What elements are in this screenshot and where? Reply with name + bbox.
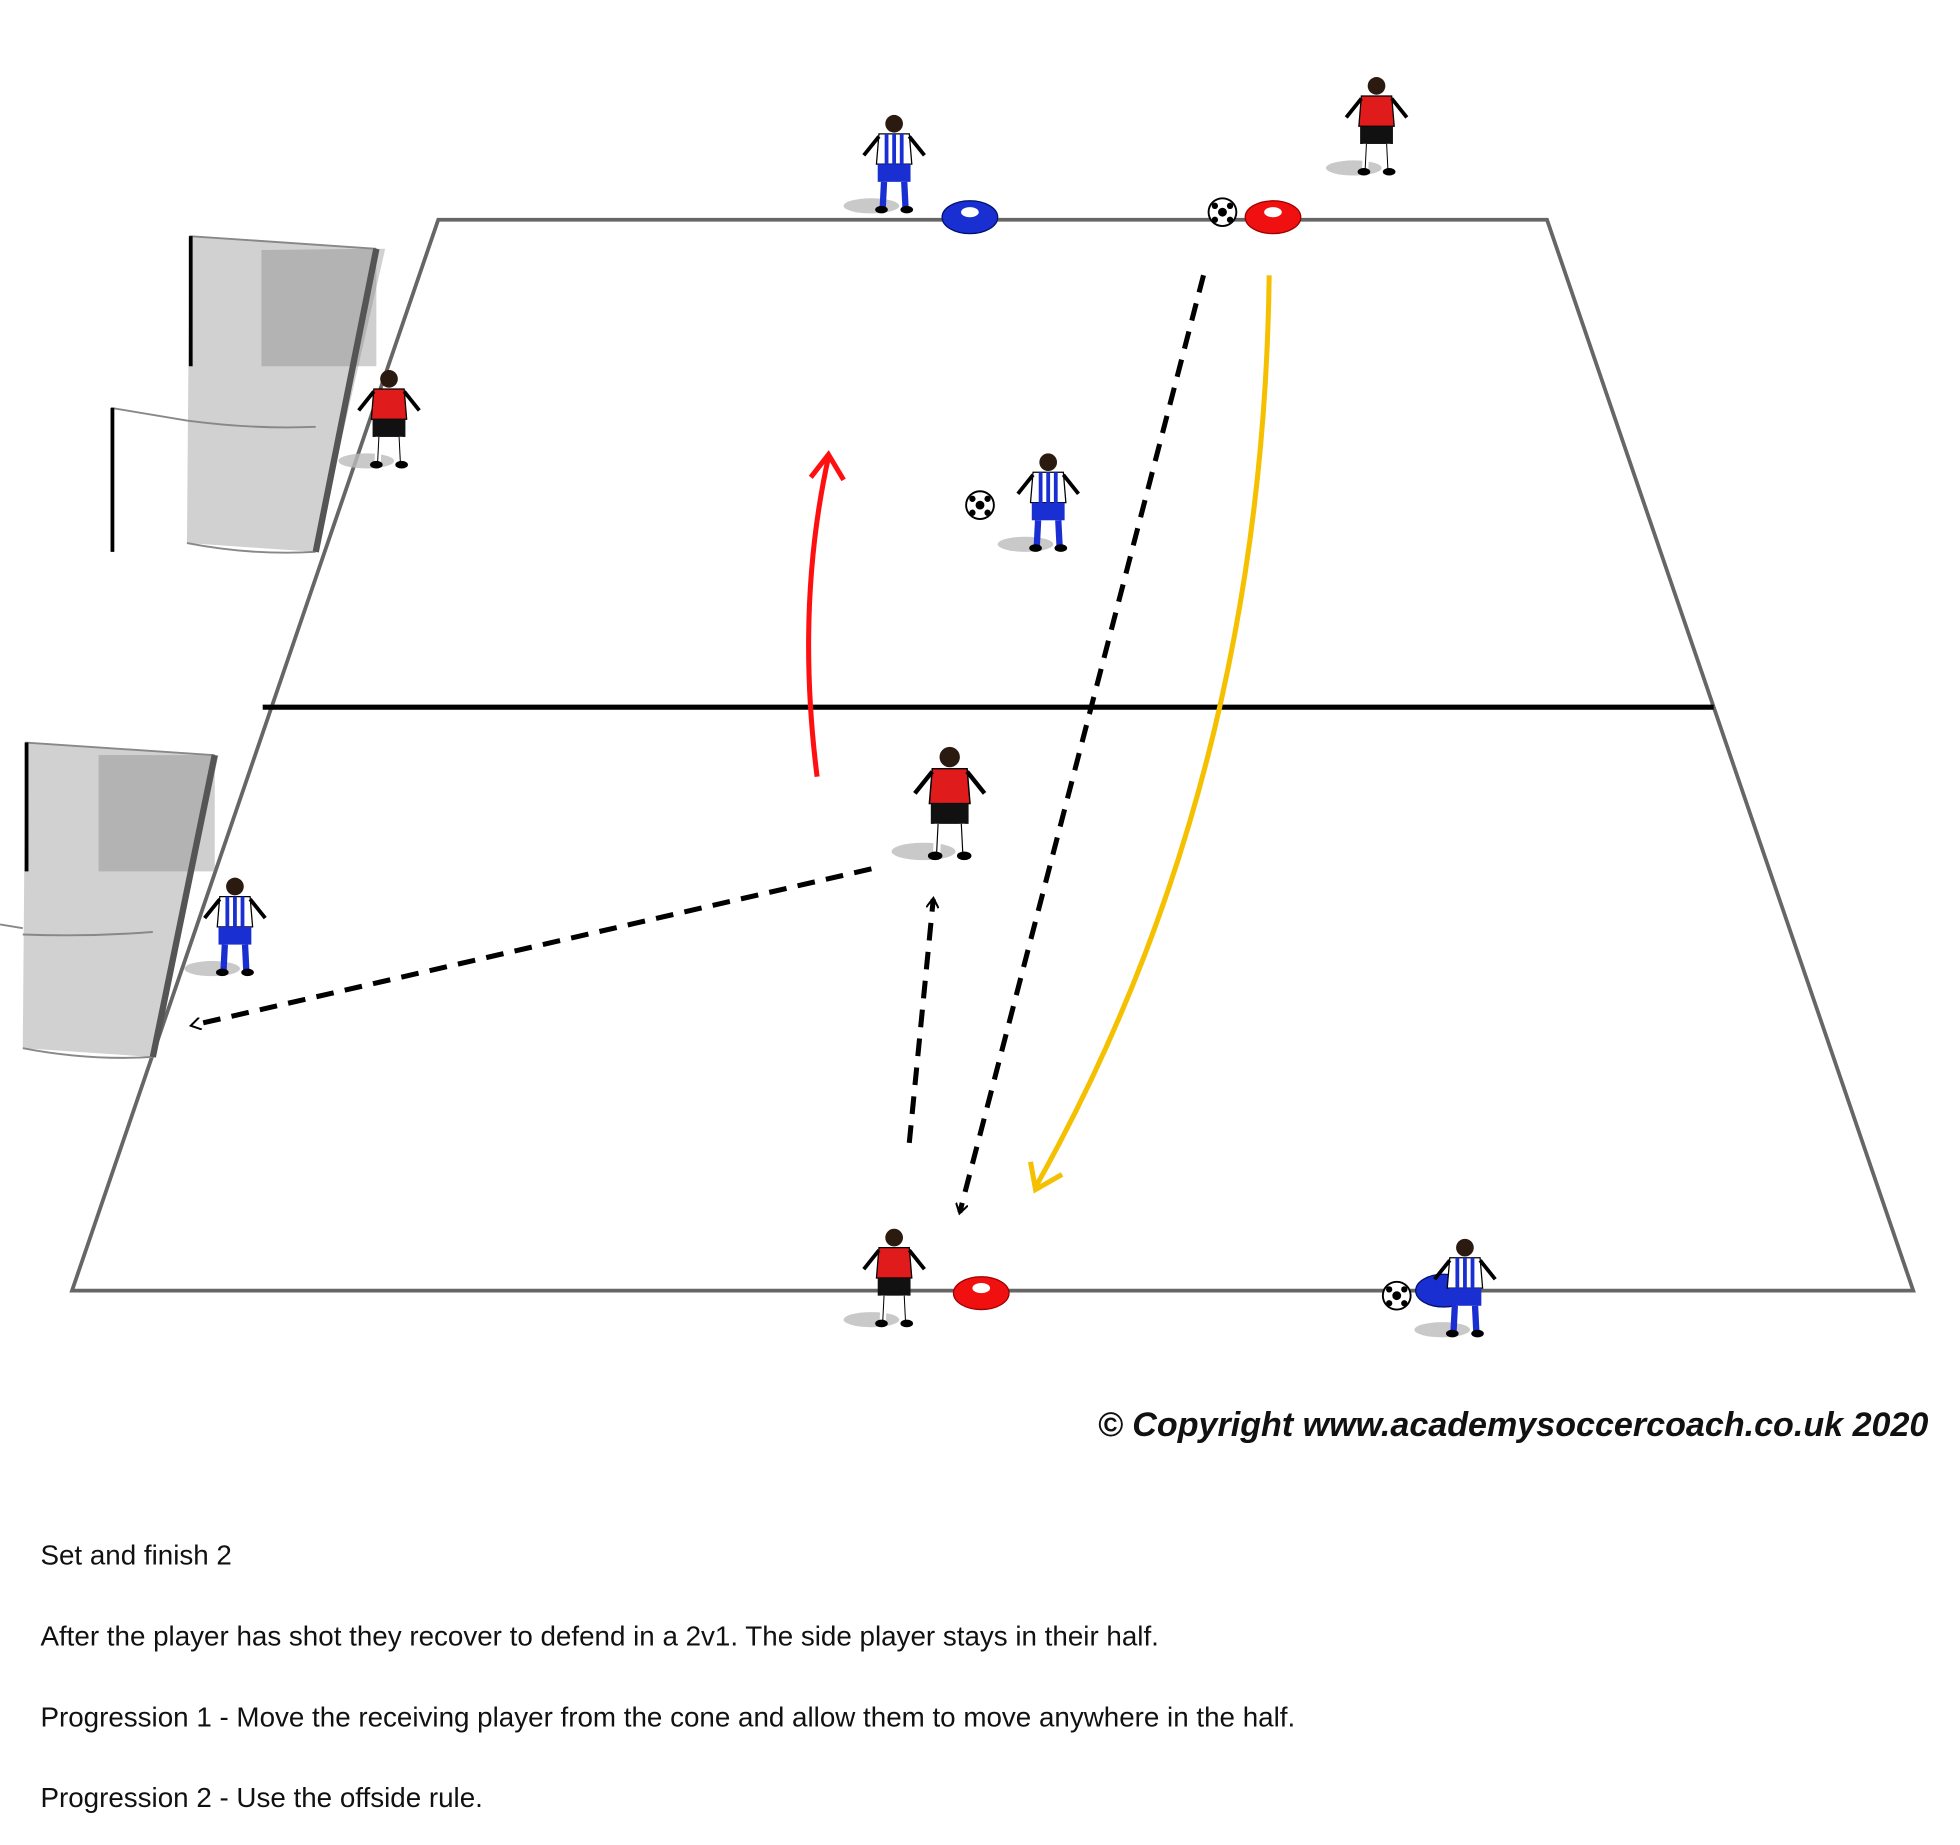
cone-red-bottom (952, 1276, 1010, 1311)
drill-description: After the player has shot they recover t… (40, 1620, 1158, 1651)
ball-path-yellow (1033, 275, 1272, 1189)
pass-arrow-long (960, 274, 1206, 1212)
cone-blue-top (941, 200, 999, 235)
player-blue-top (844, 115, 925, 214)
goal-bottom-left (0, 741, 219, 1059)
shot-arrow (192, 866, 872, 1026)
copyright-text: © Copyright www.academysoccercoach.co.uk… (1098, 1406, 1929, 1444)
progression-1: Progression 1 - Move the receiving playe… (40, 1701, 1295, 1732)
ball-icon (1381, 1280, 1412, 1311)
goal-top-left (110, 235, 386, 554)
run-arrow-red (806, 456, 831, 777)
drill-title: Set and finish 2 (40, 1540, 231, 1571)
ball-icon (965, 490, 995, 520)
progression-2: Progression 2 - Use the offside rule. (40, 1782, 482, 1813)
pitch-outline (69, 217, 1916, 1293)
run-arrow-red-head (808, 450, 846, 482)
player-red-top (1326, 77, 1407, 176)
ball-path-yellow-head (1028, 1161, 1064, 1194)
cone-red-top (1244, 200, 1302, 235)
ball-icon (1207, 197, 1238, 227)
pass-arrow-short (906, 899, 933, 1144)
